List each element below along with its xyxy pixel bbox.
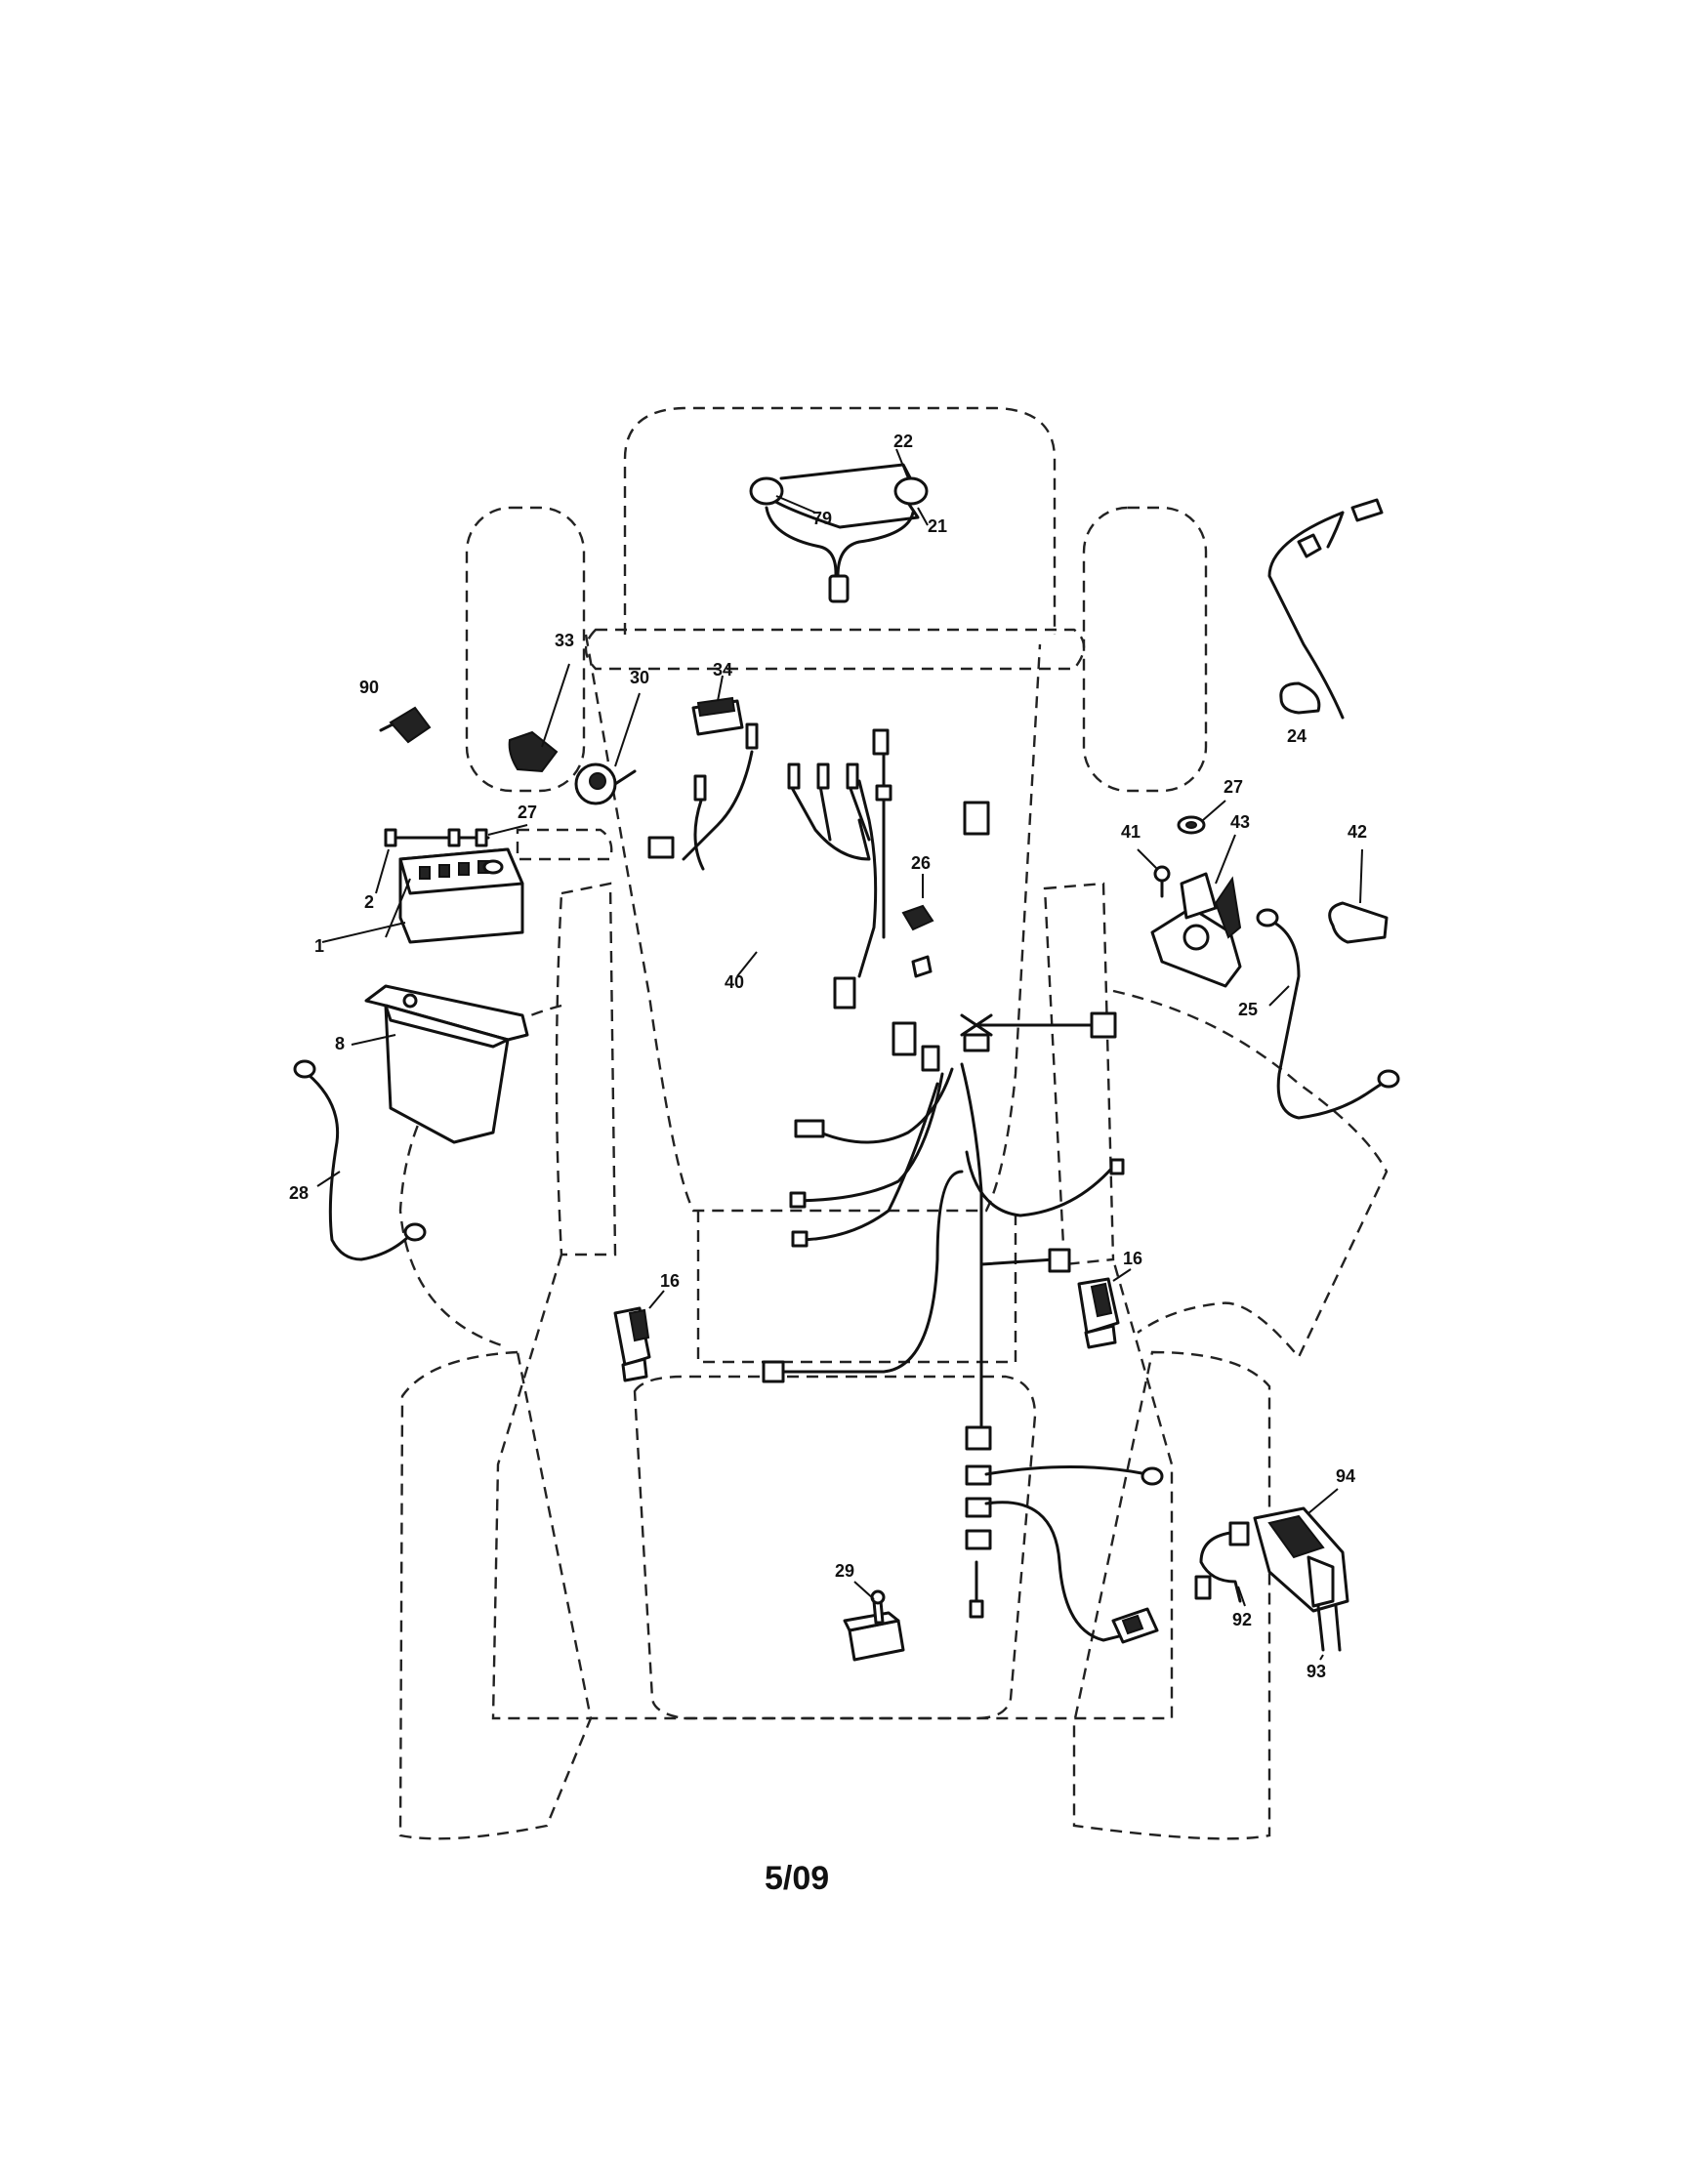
main-wire-harness-40 [647,722,1164,1642]
date-code: 5/09 [765,1860,829,1897]
callout-8: 8 [335,1034,345,1053]
callout-79: 79 [812,509,832,528]
callout-24: 24 [1287,726,1307,746]
solenoid-43 [1150,834,1242,988]
callout-21: 21 [928,516,947,536]
pto-switch-29 [843,1581,905,1662]
callout-41: 41 [1121,822,1141,842]
callout-33: 33 [555,631,574,650]
switch-16-right [1077,1268,1132,1349]
callout-27-solenoid: 27 [1224,777,1243,797]
callout-27-battery: 27 [518,803,537,822]
callout-16-left: 16 [660,1271,680,1291]
boot-42 [1328,848,1389,944]
callout-1: 1 [314,936,324,956]
cable-25 [1256,908,1400,1120]
connector-90 [379,706,432,744]
callout-94: 94 [1336,1466,1355,1486]
callout-26: 26 [911,853,931,873]
part-26 [901,874,934,931]
callout-40: 40 [725,972,744,992]
callout-42: 42 [1348,822,1367,842]
callout-43: 43 [1230,812,1250,832]
battery-cable-24 [1267,498,1384,720]
ignition-key [508,663,570,773]
callout-30: 30 [630,668,649,687]
battery-bolt-2 [375,824,528,894]
battery-tray-8 [351,984,529,1144]
callout-16-right: 16 [1123,1249,1142,1268]
module-94 [1253,1488,1349,1613]
callout-34: 34 [713,660,732,680]
headlight-harness [749,463,929,603]
callout-22: 22 [893,432,913,451]
rear-connector [1111,1607,1159,1644]
callout-92: 92 [1232,1610,1252,1629]
callout-25: 25 [1238,1000,1258,1019]
callout-labels: 22 79 21 33 30 90 34 24 27 2 1 26 40 41 … [289,432,1367,1681]
callout-93: 93 [1307,1662,1326,1681]
callout-28: 28 [289,1183,309,1203]
bolt-41 [1137,848,1171,898]
battery-1 [321,847,524,944]
nut-27 [1177,800,1226,835]
switch-16-left [613,1290,665,1382]
harness-92 [1194,1521,1250,1607]
ground-cable-28 [293,1059,427,1261]
ignition-switch [574,692,641,805]
switch-34 [691,675,744,736]
callout-90: 90 [359,678,379,697]
callout-2: 2 [364,892,374,912]
screws-93 [1316,1604,1342,1661]
callout-29: 29 [835,1561,854,1581]
